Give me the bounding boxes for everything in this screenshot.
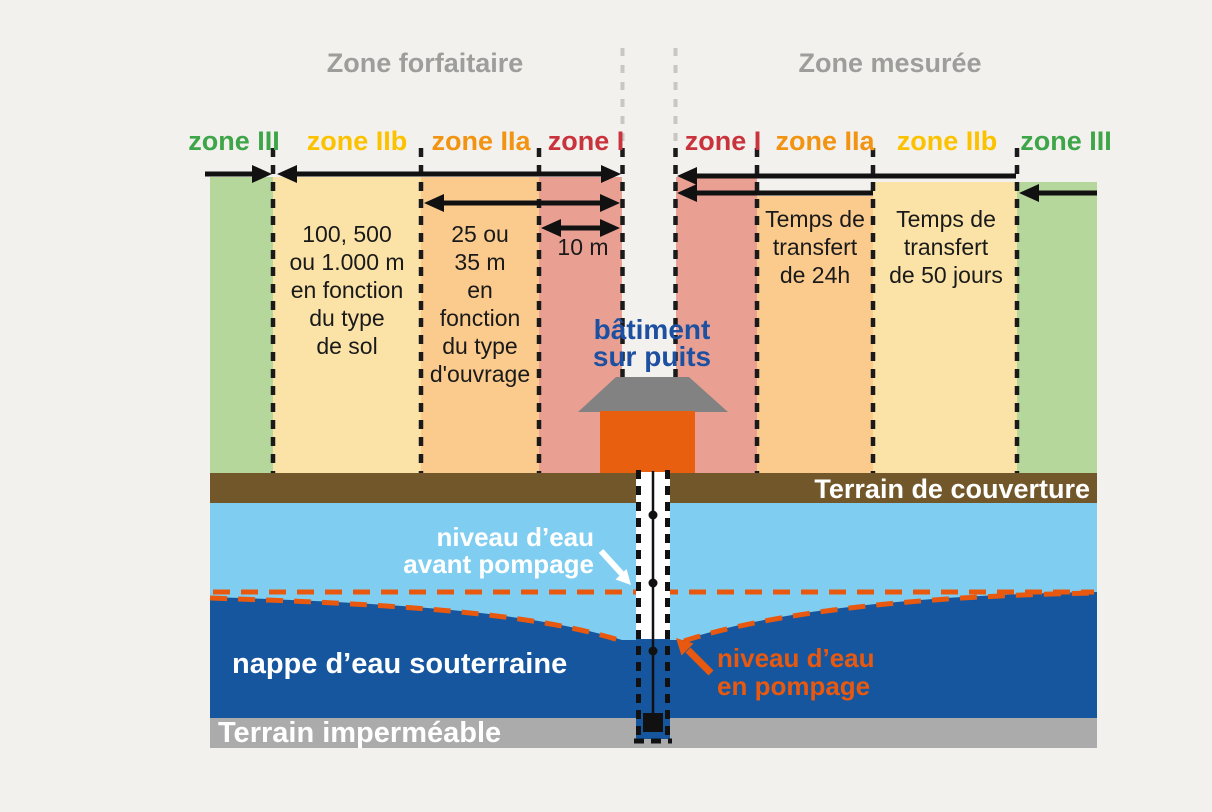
well-shaft xyxy=(634,470,672,744)
pumping-water-level-line xyxy=(209,590,1098,644)
zone-band-left-iii xyxy=(210,177,273,473)
pipe-joint-dot xyxy=(648,646,658,656)
zone-iib-left-description: 100, 500 ou 1.000 m en fonction du type … xyxy=(289,221,405,359)
water-level-pumping-label: niveau d’eau en pompage xyxy=(717,643,875,701)
annotation-arrows xyxy=(598,548,714,676)
zone-band-right-iib xyxy=(873,182,1017,473)
arrowhead-left-icon xyxy=(541,219,561,237)
zone-band-right-iii xyxy=(1017,182,1097,473)
zone-label-left-iia: zone IIa xyxy=(431,126,531,156)
pumping-arrow-line xyxy=(685,647,714,676)
zone-i-distance-label: 10 m xyxy=(557,234,609,260)
zone-band-left-iib xyxy=(273,177,421,473)
pipe-joint-dot xyxy=(648,510,658,520)
building-on-well-label: bâtiment sur puits xyxy=(592,314,712,372)
arrowhead-left-icon xyxy=(677,167,697,185)
submersible-pump xyxy=(643,713,663,732)
building-roof xyxy=(578,377,728,412)
building-body xyxy=(600,411,695,473)
distance-arrows-right xyxy=(677,167,1097,202)
arrowhead-left-icon xyxy=(1019,184,1039,202)
before-pumping-arrow-line xyxy=(598,548,625,577)
distance-arrows-left xyxy=(205,165,621,237)
zone-band-right-iia xyxy=(757,196,873,473)
header-zone-forfaitaire: Zone forfaitaire xyxy=(326,48,524,78)
water-level-before-pumping-label: niveau d’eau avant pompage xyxy=(403,522,594,579)
pipe-joint-dot xyxy=(648,578,658,588)
aquifer-label: nappe d’eau souterraine xyxy=(232,648,568,680)
arrowhead-right-icon xyxy=(252,165,272,183)
impermeable-terrain-label: Terrain imperméable xyxy=(218,717,502,749)
zone-label-left-i: zone I xyxy=(547,126,625,156)
zone-band-left-iia xyxy=(421,177,539,473)
arrowhead-left-icon xyxy=(424,194,444,212)
zone-iia-left-description: 25 ou 35 m en fonction du type d'ouvrage xyxy=(429,221,531,387)
header-zone-mesuree: Zone mesurée xyxy=(798,48,982,78)
cover-terrain-label: Terrain de couverture xyxy=(814,474,1090,504)
arrowhead-right-icon xyxy=(600,219,620,237)
zone-label-right-iib: zone IIb xyxy=(896,126,998,156)
zone-label-left-iii: zone III xyxy=(188,126,280,156)
zone-iia-right-description: Temps de transfert de 24h xyxy=(765,206,865,288)
zone-iib-right-description: Temps de transfert de 50 jours xyxy=(889,206,1003,288)
pumping-arrowhead-icon xyxy=(676,638,694,656)
zone-label-left-iib: zone IIb xyxy=(306,126,408,156)
zone-label-right-iia: zone IIa xyxy=(775,126,875,156)
zone-label-right-i: zone I xyxy=(684,126,762,156)
arrowhead-right-icon xyxy=(600,194,620,212)
before-pumping-arrowhead-icon xyxy=(615,569,631,585)
arrowhead-left-icon xyxy=(277,165,297,183)
zone-label-right-iii: zone III xyxy=(1020,126,1112,156)
arrowhead-left-icon xyxy=(677,184,697,202)
arrowhead-right-icon xyxy=(601,165,621,183)
